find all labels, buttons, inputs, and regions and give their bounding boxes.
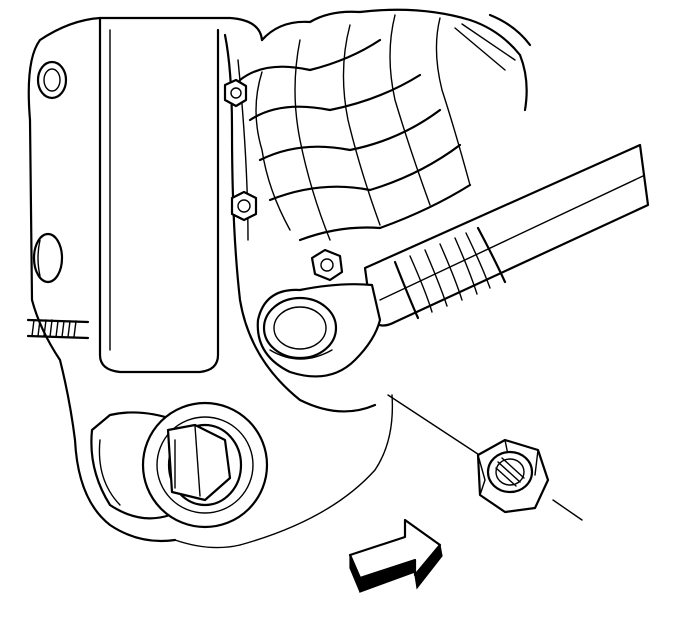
cv-boot	[238, 8, 532, 242]
box-end-wrench	[256, 143, 650, 378]
fastener-leader	[387, 394, 583, 521]
housing-bolt-lower	[310, 248, 344, 282]
threaded-stud	[26, 318, 90, 340]
housing-bolt-middle	[230, 190, 258, 222]
lower-bushing	[90, 401, 269, 529]
flange-nut	[476, 438, 550, 514]
housing-bolt-upper	[223, 78, 248, 108]
view-direction-arrow-icon	[348, 518, 443, 593]
knuckle-housing	[26, 16, 394, 549]
